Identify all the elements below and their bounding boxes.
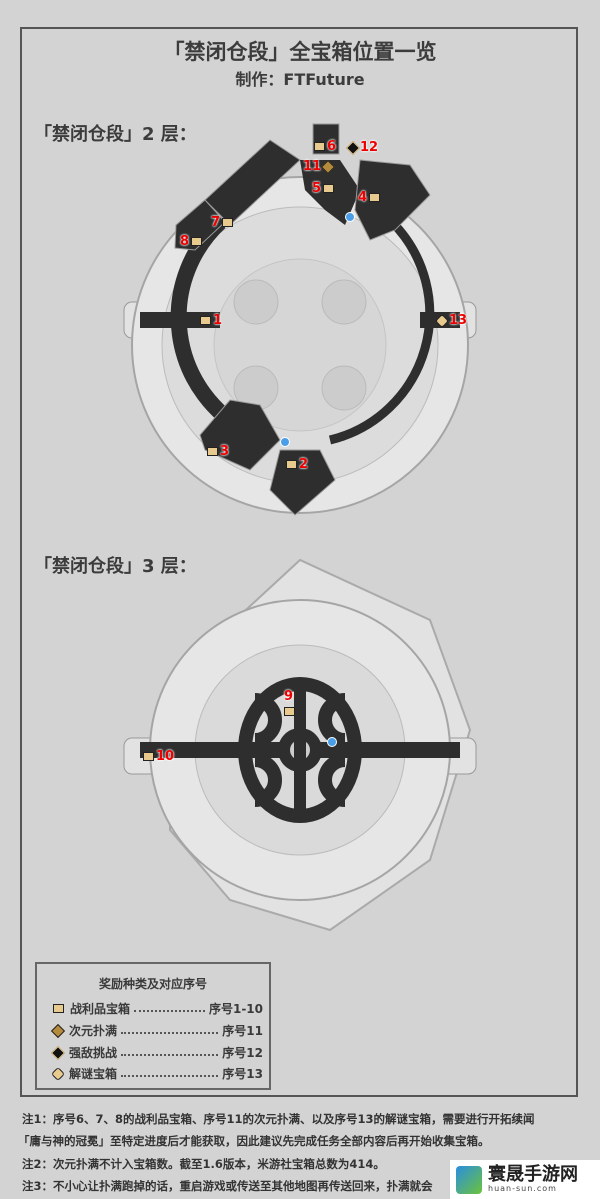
- chest-icon: [207, 447, 218, 456]
- floor-3-map: [123, 558, 477, 932]
- note-3: 注3：不小心让扑满跑掉的话，重启游戏或传送至其他地图再传送回来，扑满就会: [22, 1179, 433, 1193]
- legend-title: 奖励种类及对应序号: [98, 977, 207, 991]
- legend-item: 次元扑满序号11: [50, 1022, 263, 1039]
- dimension-icon: [50, 1023, 66, 1038]
- marker-4[interactable]: 4: [358, 190, 381, 205]
- chest-icon: [191, 237, 203, 246]
- marker-13[interactable]: 13: [434, 313, 467, 328]
- chest-icon: [369, 193, 381, 202]
- marker-8[interactable]: 8: [180, 234, 203, 249]
- teleport-icon[interactable]: [345, 212, 355, 222]
- chest-icon: [200, 316, 211, 325]
- puzzle-chest-icon: [50, 1066, 66, 1081]
- chest-icon: [314, 142, 325, 151]
- teleport-icon[interactable]: [327, 737, 337, 747]
- chest-icon: [222, 218, 234, 227]
- enemy-challenge-icon: [345, 140, 361, 155]
- puzzle-chest-icon: [434, 313, 450, 328]
- marker-12[interactable]: 12: [345, 140, 378, 155]
- marker-2[interactable]: 2: [286, 457, 308, 472]
- marker-6[interactable]: 6: [314, 139, 336, 154]
- note-1-cont: 「庸与神的冠冕」至特定进度后才能获取，因此建议先完成任务全部内容后再开始收集宝箱…: [18, 1134, 490, 1148]
- chest-icon: [286, 460, 297, 469]
- chest-icon: [323, 184, 335, 193]
- note-2: 注2：次元扑满不计入宝箱数。截至1.6版本，米游社宝箱总数为414。: [22, 1157, 385, 1171]
- legend-item: 强敌挑战序号12: [50, 1044, 263, 1061]
- enemy-challenge-icon: [50, 1045, 66, 1060]
- marker-1[interactable]: 1: [200, 313, 222, 328]
- logo-mark-icon: [456, 1165, 482, 1194]
- legend-item: 解谜宝箱序号13: [50, 1065, 263, 1082]
- marker-3[interactable]: 3: [207, 444, 229, 459]
- legend-item: 战利品宝箱序号1-10: [53, 1000, 263, 1017]
- teleport-icon[interactable]: [280, 437, 290, 447]
- page-title: 「禁闭仓段」全宝箱位置一览: [163, 40, 437, 64]
- chest-icon: [53, 1004, 64, 1013]
- floor-2-heading: 「禁闭仓段」2 层：: [34, 124, 197, 145]
- legend: 奖励种类及对应序号 战利品宝箱序号1-10 次元扑满序号11 强敌挑战序号12 …: [35, 962, 271, 1090]
- marker-11[interactable]: 11: [303, 159, 336, 174]
- dimension-icon: [321, 159, 336, 174]
- site-logo[interactable]: 寰晟手游网 huan-sun.com: [450, 1160, 600, 1199]
- note-1: 注1：序号6、7、8的战利品宝箱、序号11的次元扑满、以及序号13的解谜宝箱，需…: [22, 1112, 535, 1126]
- floor-3-heading: 「禁闭仓段」3 层：: [34, 556, 197, 577]
- chest-icon: [284, 707, 295, 716]
- floor-2-map: [123, 123, 477, 516]
- marker-10[interactable]: 10: [143, 749, 174, 764]
- marker-5[interactable]: 5: [312, 181, 335, 196]
- chest-icon: [143, 752, 154, 761]
- marker-9[interactable]: 9: [284, 689, 294, 704]
- marker-7[interactable]: 7: [211, 215, 234, 230]
- author-credit: 制作：FTFuture: [235, 70, 365, 89]
- poster-frame: [20, 27, 578, 1097]
